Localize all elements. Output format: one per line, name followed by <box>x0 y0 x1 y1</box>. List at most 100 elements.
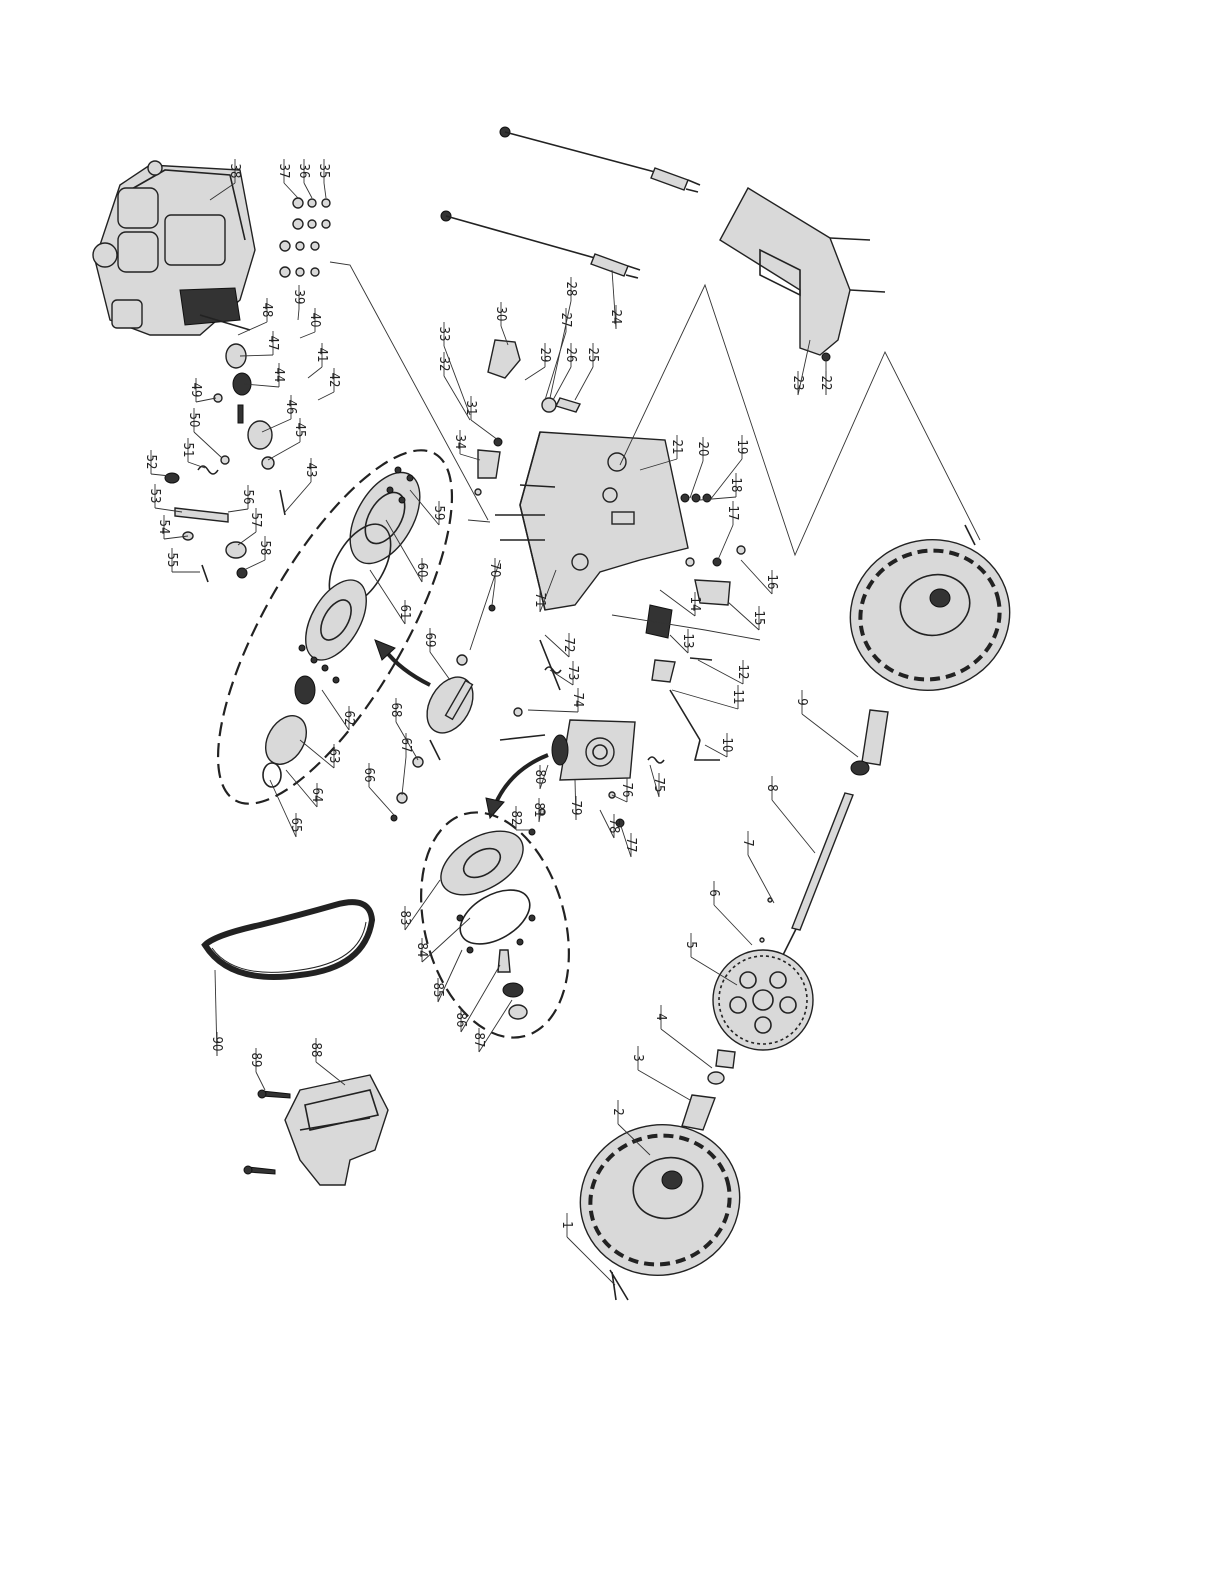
callout-leader <box>194 432 222 458</box>
callout-number: 19 <box>734 440 749 455</box>
callout-leader <box>256 1072 265 1090</box>
callout-number: 76 <box>619 783 634 798</box>
callout-number: 59 <box>431 506 446 521</box>
control-cable-lower <box>441 211 640 278</box>
callout-number: 9 <box>794 698 809 705</box>
callout-number: 65 <box>288 818 303 833</box>
callout-number: 73 <box>565 666 580 681</box>
callout-number: 47 <box>265 336 280 351</box>
callout-number: 33 <box>436 327 451 342</box>
callout-number: 89 <box>248 1053 263 1068</box>
callout-number: 56 <box>240 490 255 505</box>
callout-leader <box>300 332 315 338</box>
callout-number: 12 <box>735 665 750 680</box>
callout-leader <box>402 757 406 795</box>
callout-number: 53 <box>147 489 162 504</box>
callout-leader <box>748 855 774 903</box>
callout-number: 30 <box>493 307 508 322</box>
callout-15: 15 <box>728 602 766 630</box>
input-shaft-assembly <box>391 560 500 821</box>
callout-leader <box>285 482 311 512</box>
callout-labels: 1234567891011121314151617181920212223242… <box>143 159 858 1285</box>
callout-51: 51 <box>180 438 205 468</box>
callout-8: 8 <box>764 776 815 853</box>
callout-number: 36 <box>296 164 311 179</box>
callout-leader <box>661 1029 712 1068</box>
callout-leader <box>772 800 815 853</box>
drive-belt <box>205 902 372 977</box>
callout-7: 7 <box>740 831 774 903</box>
callout-number: 13 <box>680 634 695 649</box>
callout-number: 79 <box>568 801 583 816</box>
callout-number: 35 <box>316 164 331 179</box>
callout-number: 64 <box>309 788 324 803</box>
callout-34: 34 <box>452 430 480 460</box>
callout-number: 26 <box>563 348 578 363</box>
arrow-upper <box>375 640 430 685</box>
callout-leader <box>228 509 248 512</box>
callout-12: 12 <box>698 660 750 684</box>
callout-13: 13 <box>670 629 695 653</box>
callout-number: 14 <box>687 597 702 612</box>
callout-number: 85 <box>430 983 445 998</box>
callout-70: 70 <box>487 558 502 605</box>
callout-number: 42 <box>326 373 341 388</box>
callout-72: 72 <box>545 633 576 657</box>
callout-52: 52 <box>143 450 170 476</box>
callout-57: 57 <box>238 508 263 545</box>
callout-number: 37 <box>276 164 291 179</box>
callout-39: 39 <box>291 285 306 320</box>
callout-20: 20 <box>690 437 710 498</box>
spacer-9 <box>851 710 888 775</box>
callout-leader <box>244 560 265 570</box>
callout-76: 76 <box>612 778 634 802</box>
shift-rod-parts <box>646 605 720 760</box>
callout-number: 18 <box>728 478 743 493</box>
callout-number: 24 <box>608 310 623 325</box>
callout-number: 67 <box>398 738 413 753</box>
callout-number: 57 <box>248 513 263 528</box>
callout-61: 61 <box>370 570 412 624</box>
callout-17: 17 <box>717 501 740 562</box>
callout-number: 80 <box>532 770 547 785</box>
callout-leader <box>802 714 858 757</box>
callout-number: 50 <box>186 413 201 428</box>
callout-66: 66 <box>361 763 394 815</box>
callout-87: 87 <box>471 1000 512 1052</box>
callout-leader <box>528 710 578 712</box>
callout-leader <box>316 1062 345 1085</box>
callout-49: 49 <box>188 378 216 402</box>
callout-40: 40 <box>300 308 322 338</box>
control-cable-upper <box>500 127 700 192</box>
callout-number: 63 <box>326 749 341 764</box>
callout-leader <box>545 332 566 400</box>
callout-leader <box>575 367 593 400</box>
callout-number: 90 <box>209 1037 224 1052</box>
callout-number: 52 <box>143 455 158 470</box>
tire-wheel-left <box>563 1107 756 1300</box>
callout-number: 3 <box>630 1054 645 1061</box>
callout-number: 62 <box>341 711 356 726</box>
callout-number: 54 <box>156 520 171 535</box>
callout-number: 16 <box>764 575 779 590</box>
callout-leader <box>430 652 450 680</box>
callout-number: 68 <box>388 703 403 718</box>
transmission-exploded-group <box>174 419 495 835</box>
callout-number: 74 <box>570 693 585 708</box>
callout-86: 86 <box>453 965 500 1032</box>
callout-number: 7 <box>740 839 755 846</box>
callout-29: 29 <box>525 343 552 380</box>
callout-number: 88 <box>308 1043 323 1058</box>
callout-3: 3 <box>630 1046 690 1100</box>
callout-number: 71 <box>532 593 547 608</box>
callout-number: 87 <box>471 1033 486 1048</box>
callout-80: 80 <box>532 765 548 789</box>
callout-number: 22 <box>818 376 833 391</box>
callout-number: 66 <box>361 768 376 783</box>
callout-24: 24 <box>608 270 623 329</box>
callout-number: 69 <box>422 633 437 648</box>
callout-leader <box>304 183 312 198</box>
callout-31: 31 <box>463 396 498 440</box>
callout-84: 84 <box>414 918 470 962</box>
callout-79: 79 <box>568 780 583 820</box>
